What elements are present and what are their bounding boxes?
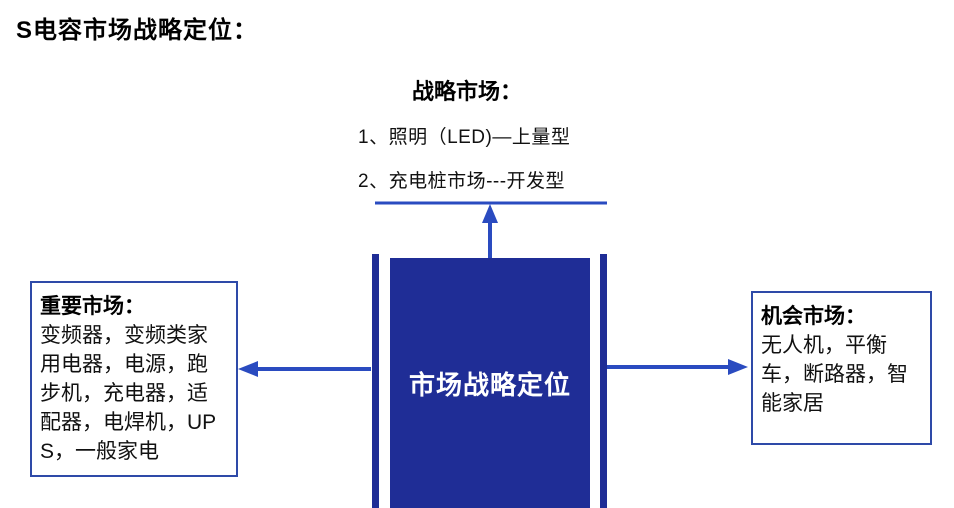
opportunity-market-title: 机会市场： xyxy=(761,305,866,328)
up-arrow-head xyxy=(482,204,498,223)
important-market-body: 变频器，变频类家用电器，电源，跑步机，充电器，适配器，电焊机，UPS，一般家电 xyxy=(40,324,217,463)
center-strategy-label: 市场战略定位 xyxy=(408,369,571,400)
left-arrow-head xyxy=(238,361,258,377)
strategic-market-title: 战略市场： xyxy=(412,79,523,104)
center-strategy-box: 市场战略定位 xyxy=(390,258,590,508)
important-market-box: 重要市场： 变频器，变频类家用电器，电源，跑步机，充电器，适配器，电焊机，UPS… xyxy=(30,281,238,477)
right-flank-bar xyxy=(600,254,607,508)
strategic-market-item-2: 2、充电桩市场---开发型 xyxy=(358,171,566,192)
strategic-market-item-1: 1、照明（LED)—上量型 xyxy=(358,127,571,148)
important-market-title: 重要市场： xyxy=(40,295,145,318)
opportunity-market-box: 机会市场： 无人机，平衡车，断路器，智能家居 xyxy=(751,291,932,445)
page-title: S电容市场战略定位： xyxy=(16,17,259,44)
opportunity-market-body: 无人机，平衡车，断路器，智能家居 xyxy=(761,334,908,415)
left-flank-bar xyxy=(372,254,379,508)
right-arrow-head xyxy=(728,359,748,375)
